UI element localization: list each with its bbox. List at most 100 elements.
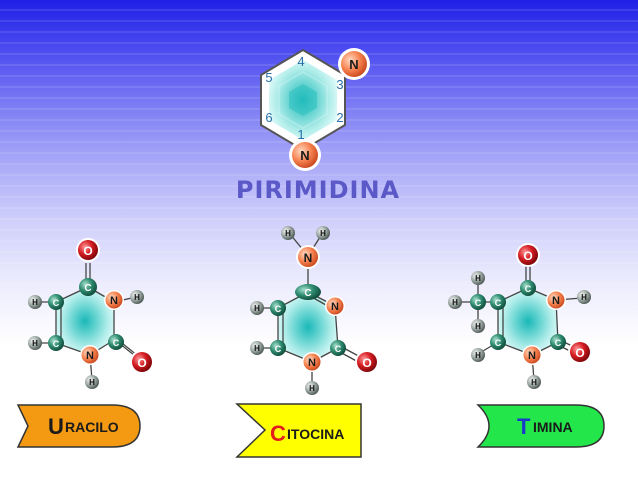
timina-oxygen-right: O [568, 340, 592, 364]
citocina-button-initial: C [270, 421, 286, 446]
svg-text:H: H [89, 378, 95, 387]
svg-text:H: H [531, 378, 537, 387]
position-number-2: 2 [336, 110, 343, 125]
svg-text:H: H [320, 229, 326, 238]
svg-text:C: C [304, 288, 311, 299]
uracilo-carbon-lower-right: C [108, 334, 124, 350]
svg-text:O: O [362, 356, 371, 370]
citocina-hydrogen-amine-right: H [316, 226, 330, 240]
svg-text:C: C [525, 284, 532, 294]
citocina-carbon-lower-left: C [270, 340, 286, 356]
position-number-6: 6 [265, 110, 272, 125]
uracilo-hydrogen-upper-left: H [28, 295, 42, 309]
svg-text:H: H [581, 293, 587, 302]
timina-button[interactable]: T IMINA [476, 404, 605, 448]
timina-hydrogen-right: H [577, 290, 591, 304]
uracilo-carbon-top: C [79, 278, 97, 296]
svg-text:C: C [113, 338, 120, 348]
timina-nitrogen-right: N [546, 290, 566, 310]
timina-oxygen-top: O [516, 243, 540, 267]
uracilo-nitrogen-right: N [104, 290, 124, 310]
uracilo-hydrogen-lower-left: H [28, 336, 42, 350]
pyrimidine-ring [260, 48, 346, 152]
svg-text:H: H [285, 229, 291, 238]
svg-text:H: H [475, 274, 481, 283]
citocina-carbon-upper-left: C [270, 300, 286, 316]
svg-text:N: N [552, 295, 560, 307]
uracilo-carbon-lower-left: C [48, 335, 64, 351]
svg-text:H: H [475, 351, 481, 360]
svg-text:N: N [349, 57, 358, 72]
timina-carbon-methyl: C [470, 294, 486, 310]
svg-text:C: C [84, 283, 91, 294]
svg-text:H: H [452, 298, 458, 307]
svg-text:C: C [475, 298, 482, 308]
citocina-hydrogen-upper-left: H [250, 301, 264, 315]
svg-text:O: O [575, 346, 584, 360]
timina-nitrogen-bottom: N [522, 345, 542, 365]
uracilo-oxygen-right: O [130, 350, 154, 374]
svg-text:N: N [308, 357, 316, 369]
nitrogen-atom-3: N [338, 48, 370, 80]
svg-text:H: H [32, 339, 38, 348]
svg-text:H: H [475, 322, 481, 331]
svg-text:H: H [254, 304, 260, 313]
citocina-hydrogen-lower-left: H [250, 341, 264, 355]
timina-button-initial: T [517, 414, 531, 439]
timina-hydrogen-methyl-bottom: H [471, 319, 485, 333]
svg-text:C: C [53, 298, 60, 308]
svg-text:N: N [86, 350, 94, 362]
citocina-hydrogen-bottom: H [305, 381, 319, 395]
uracilo-oxygen-top: O [76, 238, 100, 262]
uracilo-button-label: RACILO [65, 419, 119, 435]
svg-text:C: C [53, 339, 60, 349]
position-number-3: 3 [336, 77, 343, 92]
timina-carbon-lower-left: C [490, 334, 506, 350]
svg-text:H: H [254, 344, 260, 353]
svg-text:N: N [300, 148, 309, 163]
svg-text:O: O [523, 249, 532, 263]
timina-button-label: IMINA [533, 419, 573, 435]
citocina-nitrogen-bottom: N [302, 352, 322, 372]
timina-hydrogen-methyl-top: H [471, 271, 485, 285]
citocina-oxygen: O [355, 350, 379, 374]
citocina-nitrogen-right: N [325, 296, 345, 316]
timina-hydrogen-methyl-left: H [448, 295, 462, 309]
svg-text:O: O [137, 356, 146, 370]
svg-text:N: N [110, 295, 118, 307]
svg-text:N: N [331, 301, 339, 313]
svg-text:C: C [335, 344, 342, 354]
timina-carbon-top: C [520, 280, 536, 296]
position-number-5: 5 [265, 70, 272, 85]
citocina-carbon-top: C [295, 284, 321, 300]
svg-text:N: N [304, 251, 313, 265]
position-number-1: 1 [297, 127, 304, 142]
citocina-button[interactable]: C ITOCINA [235, 403, 362, 458]
citocina-carbon-lower-right: C [330, 340, 346, 356]
svg-text:H: H [134, 293, 140, 302]
uracilo-nitrogen-bottom: N [80, 345, 100, 365]
citocina-button-label: ITOCINA [287, 426, 344, 442]
nitrogen-atom-1: N [289, 139, 321, 171]
uracilo-button-initial: U [48, 414, 64, 439]
svg-text:C: C [275, 304, 282, 314]
timina-hydrogen-bottom: H [527, 375, 541, 389]
svg-text:C: C [555, 338, 562, 348]
svg-text:H: H [32, 298, 38, 307]
timina-carbon-upper-left: C [490, 294, 506, 310]
svg-text:O: O [83, 244, 92, 258]
svg-text:C: C [275, 344, 282, 354]
citocina-hydrogen-amine-left: H [281, 226, 295, 240]
svg-text:C: C [495, 298, 502, 308]
timina-hydrogen-lower-left: H [471, 348, 485, 362]
svg-text:H: H [309, 384, 315, 393]
uracilo-button[interactable]: U RACILO [16, 404, 141, 448]
uracilo-hydrogen-bottom: H [85, 375, 99, 389]
position-number-4: 4 [297, 54, 304, 69]
uracilo-hydrogen-right: H [130, 290, 144, 304]
uracilo-carbon-upper-left: C [48, 294, 64, 310]
timina-carbon-lower-right: C [550, 334, 566, 350]
svg-text:N: N [528, 350, 536, 362]
